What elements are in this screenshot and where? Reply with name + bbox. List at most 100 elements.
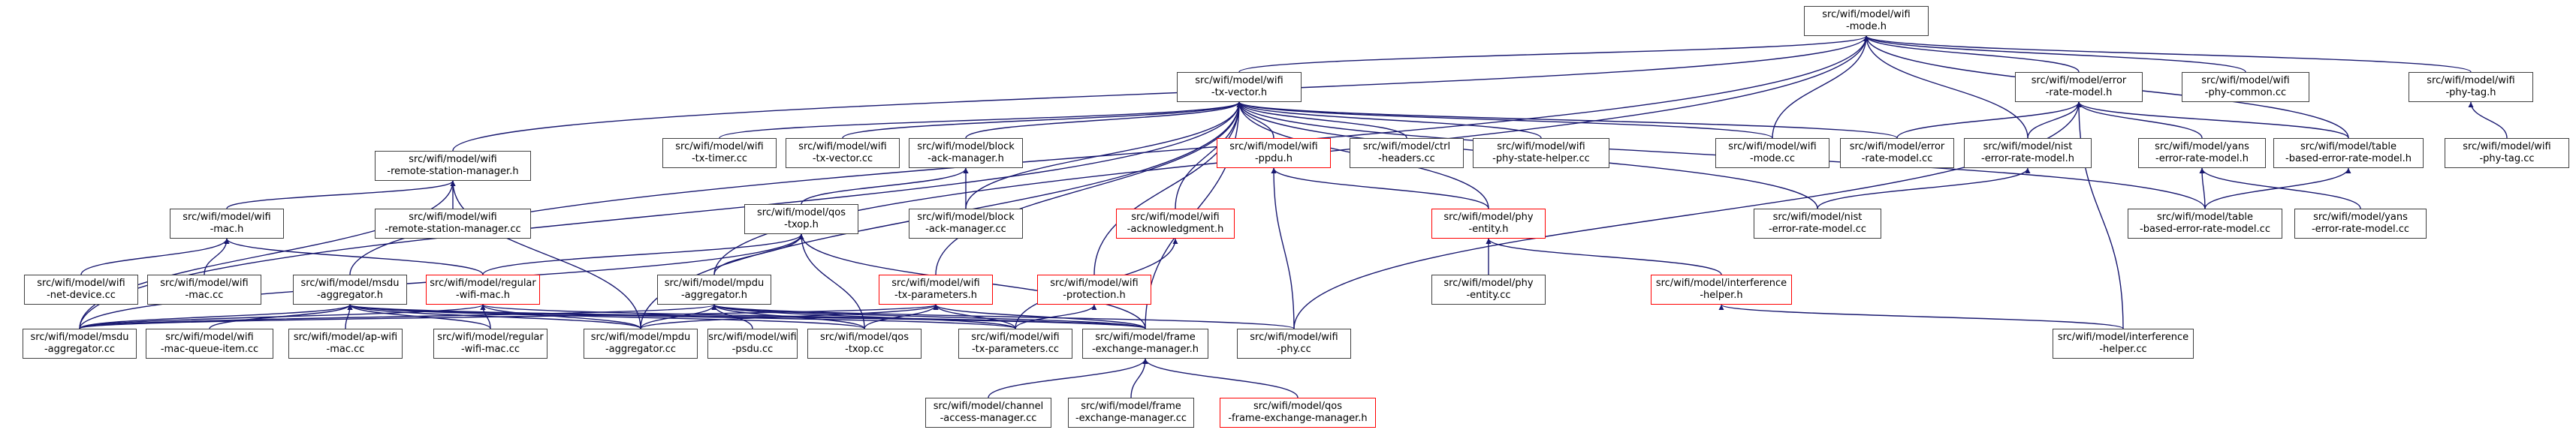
node-label: -mac.cc: [185, 290, 224, 301]
node-msdu-aggregator-h[interactable]: src/wifi/model/msdu-aggregator.h: [293, 275, 407, 305]
node-block-ack-manager-cc[interactable]: src/wifi/model/block-ack-manager.cc: [909, 209, 1023, 239]
dependency-edge: [801, 167, 969, 205]
dependency-edge: [2468, 101, 2508, 139]
node-label: -ack-manager.h: [928, 153, 1004, 164]
node-wifi-mode-h[interactable]: src/wifi/model/wifi-mode.h: [1804, 6, 1929, 36]
node-table-based-error-rate-model-cc[interactable]: src/wifi/model/table-based-error-rate-mo…: [2128, 209, 2282, 239]
dependency-edge: [711, 304, 1146, 329]
node-wifi-tx-parameters-h[interactable]: src/wifi/model/wifi-tx-parameters.h: [879, 275, 993, 305]
node-label: src/wifi/model/yans: [2313, 212, 2408, 223]
node-interference-helper-h[interactable]: src/wifi/model/interference-helper.h: [1651, 275, 1792, 305]
node-label: src/wifi/model/ctrl: [1362, 141, 1451, 152]
node-frame-exchange-manager-h[interactable]: src/wifi/model/frame-exchange-manager.h: [1082, 329, 1208, 359]
node-label: -remote-station-manager.cc: [385, 224, 521, 235]
node-label: -helper.h: [1700, 290, 1743, 301]
node-label: src/wifi/model/wifi: [1050, 278, 1139, 289]
dependency-edge: [224, 238, 484, 275]
node-wifi-phy-tag-cc[interactable]: src/wifi/model/wifi-phy-tag.cc: [2445, 138, 2569, 168]
node-error-rate-model-h[interactable]: src/wifi/model/error-rate-model.h: [2015, 72, 2143, 102]
node-label: -exchange-manager.h: [1091, 344, 1199, 355]
node-wifi-remote-station-manager-h[interactable]: src/wifi/model/wifi-remote-station-manag…: [375, 151, 531, 181]
node-label: -txop.cc: [845, 344, 884, 355]
node-wifi-tx-vector-h[interactable]: src/wifi/model/wifi-tx-vector.h: [1177, 72, 1302, 102]
node-label: -access-manager.cc: [940, 413, 1037, 424]
node-label: -mac.cc: [326, 344, 365, 355]
node-label: -txop.h: [784, 219, 819, 230]
node-wifi-ppdu-h[interactable]: src/wifi/model/wifi-ppdu.h: [1217, 138, 1331, 168]
node-label: src/wifi/model/regular: [430, 278, 536, 289]
node-label: src/wifi/model/wifi: [1131, 212, 1220, 223]
node-regular-wifi-mac-cc[interactable]: src/wifi/model/regular-wifi-mac.cc: [433, 329, 547, 359]
node-label: src/wifi/model/wifi: [409, 212, 497, 223]
node-qos-frame-exchange-manager-h[interactable]: src/wifi/model/qos-frame-exchange-manage…: [1220, 398, 1376, 428]
node-wifi-mac-h[interactable]: src/wifi/model/wifi-mac.h: [170, 209, 284, 239]
node-label: -headers.cc: [1378, 153, 1435, 164]
node-interference-helper-cc[interactable]: src/wifi/model/interference-helper.cc: [2053, 329, 2194, 359]
dependency-edge: [2204, 167, 2351, 209]
node-error-rate-model-cc[interactable]: src/wifi/model/error-rate-model.cc: [1840, 138, 1954, 168]
node-wifi-phy-tag-h[interactable]: src/wifi/model/wifi-phy-tag.h: [2409, 72, 2533, 102]
node-wifi-net-device-cc[interactable]: src/wifi/model/wifi-net-device.cc: [24, 275, 138, 305]
node-wifi-remote-station-manager-cc[interactable]: src/wifi/model/wifi-remote-station-manag…: [375, 209, 531, 239]
dependency-edge: [1238, 35, 1869, 73]
node-mpdu-aggregator-h[interactable]: src/wifi/model/mpdu-aggregator.h: [657, 275, 771, 305]
node-label: src/wifi/model/ap-wifi: [293, 332, 398, 343]
node-label: src/wifi/model/nist: [1772, 212, 1863, 223]
node-wifi-phy-state-helper-cc[interactable]: src/wifi/model/wifi-phy-state-helper.cc: [1473, 138, 1609, 168]
node-frame-exchange-manager-cc[interactable]: src/wifi/model/frame-exchange-manager.cc: [1068, 398, 1194, 428]
node-wifi-protection-h[interactable]: src/wifi/model/wifi-protection.h: [1037, 275, 1151, 305]
node-ap-wifi-mac-cc[interactable]: src/wifi/model/ap-wifi-mac.cc: [288, 329, 403, 359]
dependency-edge: [2076, 101, 2349, 139]
node-wifi-tx-parameters-cc[interactable]: src/wifi/model/wifi-tx-parameters.cc: [958, 329, 1072, 359]
node-label: -protection.h: [1063, 290, 1126, 301]
node-wifi-tx-timer-cc[interactable]: src/wifi/model/wifi-tx-timer.cc: [662, 138, 777, 168]
node-block-ack-manager-h[interactable]: src/wifi/model/block-ack-manager.h: [909, 138, 1023, 168]
node-mpdu-aggregator-cc[interactable]: src/wifi/model/mpdu-aggregator.cc: [584, 329, 698, 359]
node-wifi-psdu-cc[interactable]: src/wifi/model/wifi-psdu.cc: [707, 329, 798, 359]
node-label: -entity.cc: [1466, 290, 1511, 301]
dependency-edge: [1863, 35, 2246, 73]
node-qos-txop-cc[interactable]: src/wifi/model/qos-txop.cc: [807, 329, 922, 359]
node-yans-error-rate-model-h[interactable]: src/wifi/model/yans-error-rate-model.h: [2138, 138, 2266, 168]
node-yans-error-rate-model-cc[interactable]: src/wifi/model/yans-error-rate-model.cc: [2294, 209, 2427, 239]
node-label: -based-error-rate-model.cc: [2140, 224, 2270, 235]
dependency-edge: [2076, 101, 2203, 139]
node-wifi-phy-cc[interactable]: src/wifi/model/wifi-phy.cc: [1237, 329, 1351, 359]
dependency-edge: [1271, 167, 1295, 329]
node-label: src/wifi/model/wifi: [1229, 141, 1318, 152]
node-label: -phy-tag.cc: [2479, 153, 2535, 164]
node-ctrl-headers-cc[interactable]: src/wifi/model/ctrl-headers.cc: [1350, 138, 1464, 168]
node-wifi-mac-queue-item-cc[interactable]: src/wifi/model/wifi-mac-queue-item.cc: [146, 329, 273, 359]
node-label: src/wifi/model/wifi: [971, 332, 1060, 343]
node-label: src/wifi/model/table: [2157, 212, 2253, 223]
node-nist-error-rate-model-cc[interactable]: src/wifi/model/nist-error-rate-model.cc: [1754, 209, 1881, 239]
dependency-edge: [1236, 101, 1542, 139]
node-msdu-aggregator-cc[interactable]: src/wifi/model/msdu-aggregator.cc: [23, 329, 137, 359]
node-label: src/wifi/model/wifi: [708, 332, 797, 343]
node-table-based-error-rate-model-h[interactable]: src/wifi/model/table-based-error-rate-mo…: [2273, 138, 2424, 168]
node-phy-entity-h[interactable]: src/wifi/model/phy-entity.h: [1431, 209, 1546, 239]
node-label: src/wifi/model/block: [917, 212, 1015, 223]
node-qos-txop-h[interactable]: src/wifi/model/qos-txop.h: [744, 204, 858, 234]
node-label: src/wifi/model/wifi: [1250, 332, 1338, 343]
dependency-edge: [1236, 101, 1773, 139]
node-wifi-phy-common-cc[interactable]: src/wifi/model/wifi-phy-common.cc: [2182, 72, 2309, 102]
node-nist-error-rate-model-h[interactable]: src/wifi/model/nist-error-rate-model.h: [1964, 138, 2092, 168]
node-channel-access-manager-cc[interactable]: src/wifi/model/channel-access-manager.cc: [925, 398, 1051, 428]
dependency-edge: [1486, 238, 1722, 275]
dependency-edge: [842, 101, 1242, 139]
dependency-edge: [1718, 304, 2124, 329]
node-label: -phy-common.cc: [2204, 87, 2287, 98]
dependency-edge: [1863, 35, 2029, 139]
node-label: src/wifi/model/wifi: [37, 278, 125, 289]
node-wifi-acknowledgment-h[interactable]: src/wifi/model/wifi-acknowledgment.h: [1116, 209, 1235, 239]
node-regular-wifi-mac-h[interactable]: src/wifi/model/regular-wifi-mac.h: [426, 275, 540, 305]
node-phy-entity-cc[interactable]: src/wifi/model/phy-entity.cc: [1431, 275, 1546, 305]
node-wifi-mode-cc[interactable]: src/wifi/model/wifi-mode.cc: [1715, 138, 1829, 168]
node-wifi-tx-vector-cc[interactable]: src/wifi/model/wifi-tx-vector.cc: [786, 138, 900, 168]
node-label: src/wifi/model/mpdu: [590, 332, 691, 343]
node-label: src/wifi/model/msdu: [30, 332, 129, 343]
node-wifi-mac-cc[interactable]: src/wifi/model/wifi-mac.cc: [147, 275, 261, 305]
node-label: -net-device.cc: [47, 290, 116, 301]
dependency-edge: [79, 304, 717, 329]
